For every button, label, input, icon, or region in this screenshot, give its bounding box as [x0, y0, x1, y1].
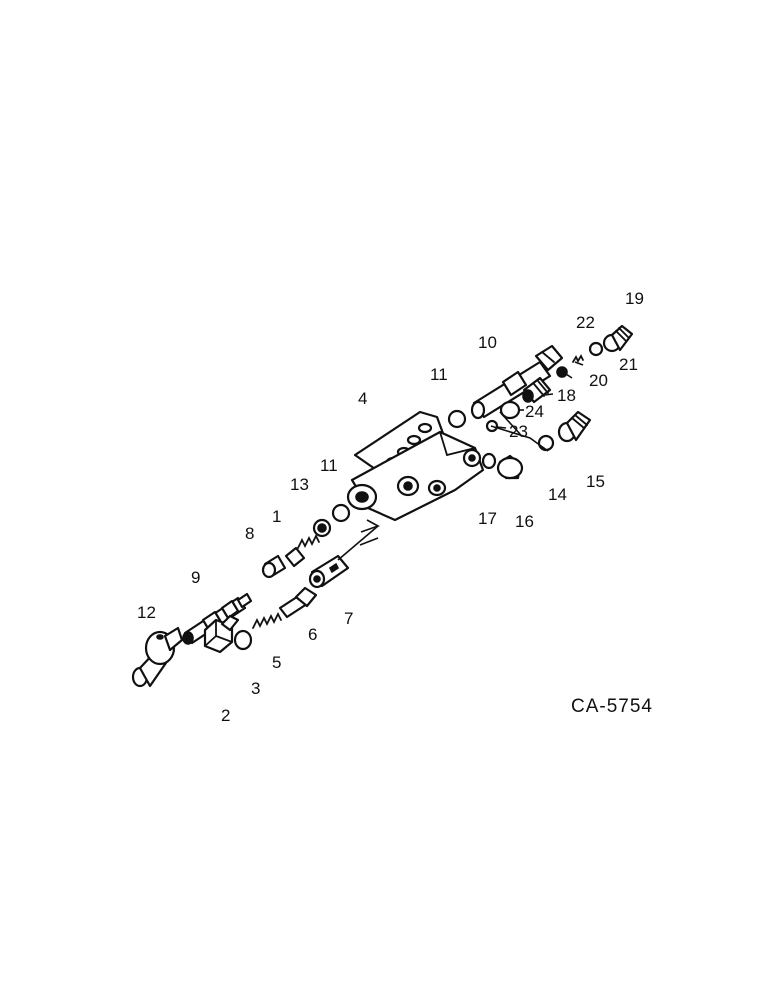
callout-5: 5 [272, 653, 281, 672]
callout-20: 20 [589, 371, 608, 390]
fitting-part-18 [522, 376, 552, 404]
callout-2: 2 [221, 706, 230, 725]
callout-14: 14 [548, 485, 567, 504]
sleeve-part-7 [308, 554, 350, 589]
plunger-part-6 [278, 586, 318, 619]
plug-part-2 [203, 614, 240, 654]
spring-part-21 [572, 354, 584, 363]
spring-part-5 [252, 611, 282, 629]
callout-23: 23 [509, 422, 528, 441]
callout-19: 19 [625, 289, 644, 308]
callout-3: 3 [251, 679, 260, 698]
plug-part-15 [557, 410, 592, 443]
callout-7: 7 [344, 609, 353, 628]
o-ring-part-3 [233, 629, 253, 651]
plug-part-20 [556, 366, 568, 378]
o-ring-part-17 [481, 452, 497, 470]
callout-1: 1 [272, 507, 281, 526]
plug-part-16 [496, 454, 524, 480]
callout-6: 6 [308, 625, 317, 644]
callout-15: 15 [586, 472, 605, 491]
callout-13: 13 [290, 475, 309, 494]
seat-part-13 [312, 518, 332, 538]
callout-11-lower: 11 [320, 456, 338, 475]
callout-12: 12 [137, 603, 156, 622]
o-ring-part-22 [588, 341, 604, 357]
callout-11-upper: 11 [430, 365, 448, 384]
plug-part-19 [602, 324, 634, 353]
o-ring-part-14 [537, 434, 555, 452]
leader-lines [337, 361, 584, 561]
callout-10: 10 [478, 333, 497, 352]
callout-17: 17 [478, 509, 497, 528]
o-ring-part-11-lower [331, 503, 351, 523]
callout-18: 18 [557, 386, 576, 405]
callout-24: 24 [525, 402, 544, 421]
plug-part-8 [261, 554, 287, 579]
callout-8: 8 [245, 524, 254, 543]
spool-end-part-12 [131, 626, 184, 688]
callout-21: 21 [619, 355, 638, 374]
spring-part-1 [284, 533, 320, 568]
callout-16: 16 [515, 512, 534, 531]
drawing-code: CA-5754 [571, 696, 653, 717]
callout-9: 9 [191, 568, 200, 587]
spool-part-10 [470, 344, 564, 420]
callout-4: 4 [358, 389, 367, 408]
o-ring-part-11-upper [447, 409, 467, 429]
callout-numbers: 1 2 3 4 5 6 7 8 9 10 11 11 12 13 14 15 1… [137, 289, 644, 725]
valve-body-part-4 [346, 410, 485, 522]
callout-22: 22 [576, 313, 595, 332]
